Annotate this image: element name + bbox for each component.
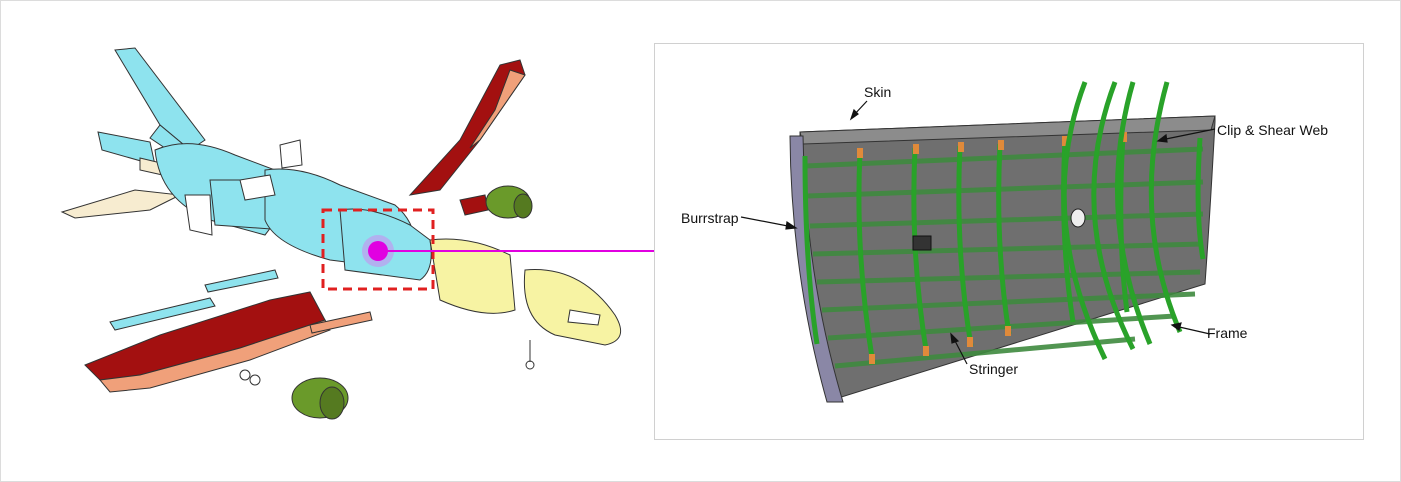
magenta-dot-icon <box>362 235 394 267</box>
outer-frames <box>1061 81 1183 361</box>
detail-panel: Skin Clip & Shear Web Burrstrap Frame St… <box>654 43 1364 440</box>
label-burrstrap: Burrstrap <box>681 210 739 226</box>
fuselage-section-illustration <box>740 81 1216 403</box>
right-engine <box>485 185 533 219</box>
label-skin: Skin <box>864 84 892 100</box>
left-engine <box>291 377 349 420</box>
left-wing <box>84 269 373 393</box>
label-stringer: Stringer <box>969 361 1019 377</box>
right-wing <box>408 59 526 216</box>
clips <box>857 132 1127 364</box>
landing-gear <box>239 340 535 386</box>
access-cutout <box>912 235 932 251</box>
internal-frames <box>802 135 1206 365</box>
label-clip-shear-web: Clip & Shear Web <box>1217 122 1329 138</box>
forward-fuselage <box>429 238 622 346</box>
access-hole <box>1070 208 1086 228</box>
selection-box <box>321 208 435 291</box>
leader-lines <box>740 100 1216 365</box>
exploded-aircraft-diagram <box>60 47 622 420</box>
label-frame: Frame <box>1207 325 1248 341</box>
